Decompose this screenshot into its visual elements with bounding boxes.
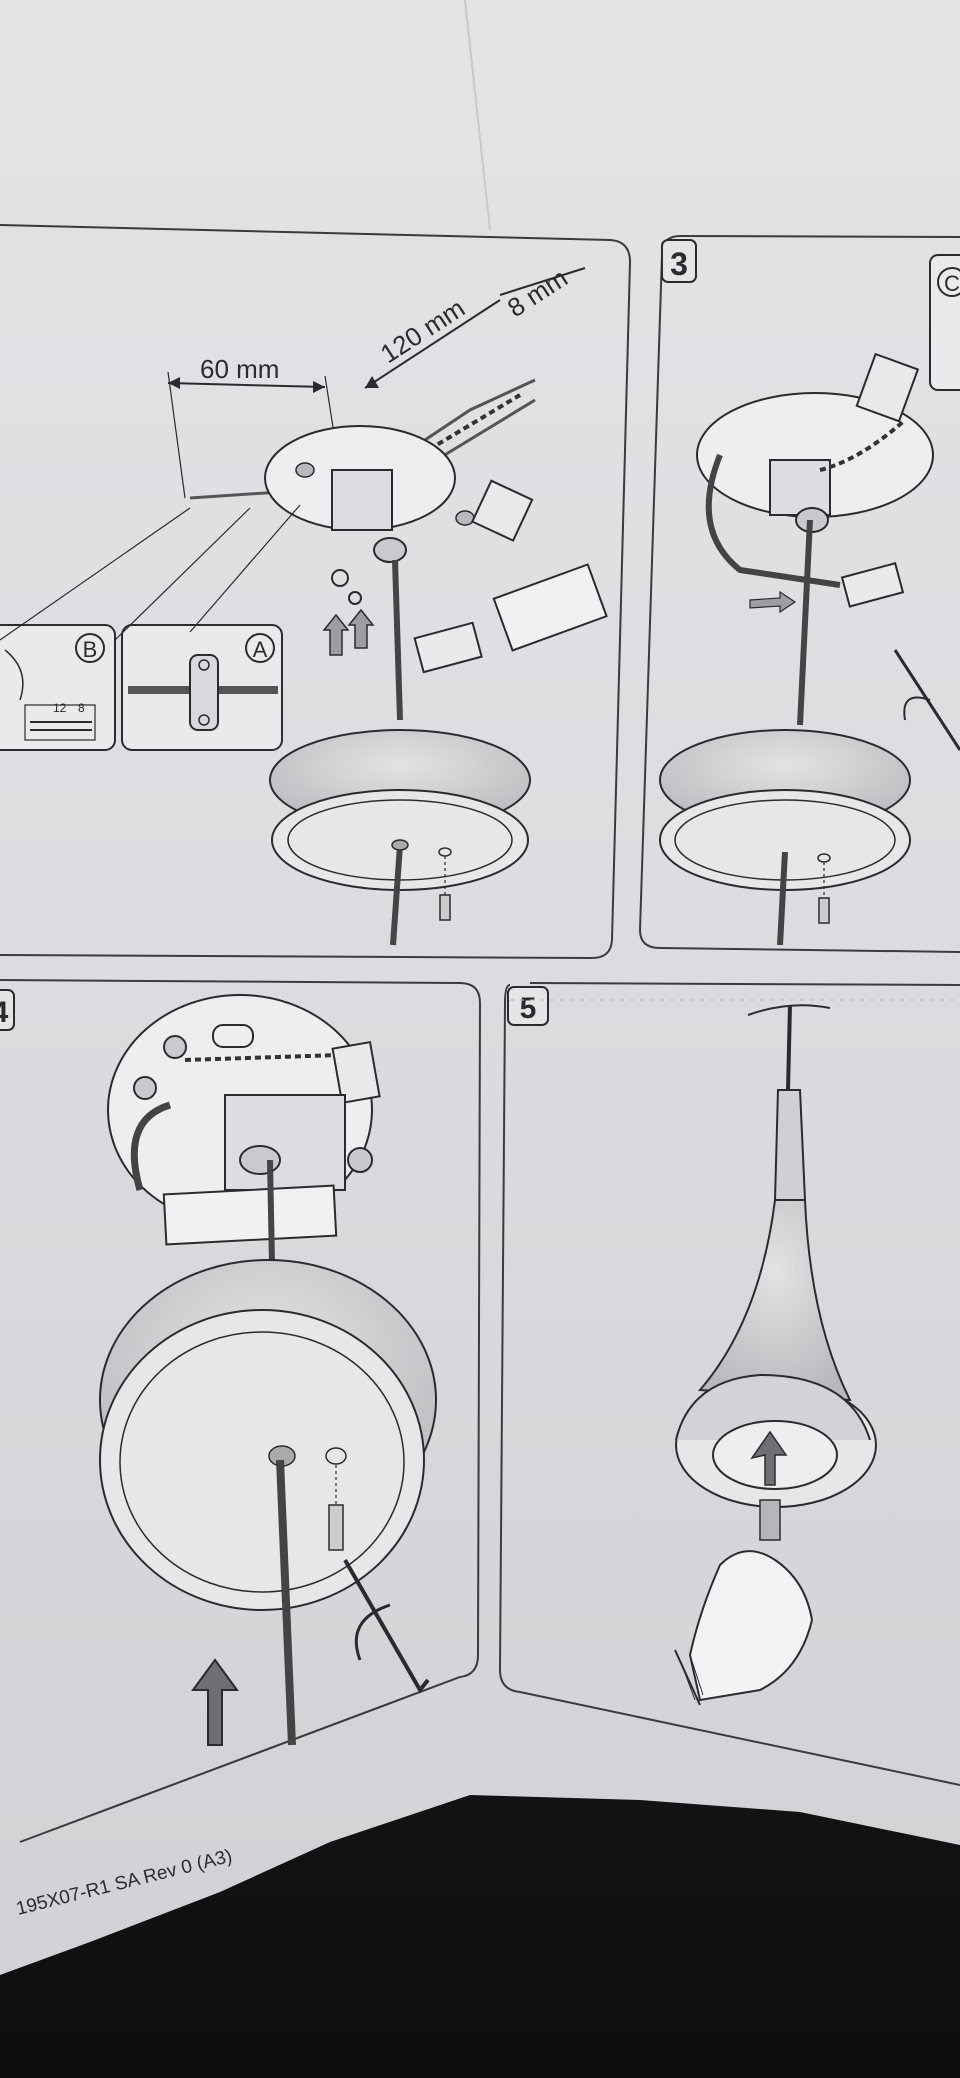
detail-b-letter: B	[83, 637, 98, 662]
paper-sheet	[0, 0, 960, 1975]
step-3-panel: 3 C	[638, 234, 960, 953]
up-arrow-icon	[347, 608, 375, 649]
step-4-panel: 4	[0, 979, 482, 1843]
detail-c-box	[929, 254, 960, 391]
detail-b-dim-12: 12	[53, 701, 67, 715]
hex-key	[343, 1559, 430, 1694]
dim-60-line	[167, 382, 326, 388]
terminal-block	[471, 479, 534, 542]
step-2-panel: 60 mm 120 mm 8 mm B 12 8	[0, 224, 632, 960]
step-4-number: 4	[0, 996, 9, 1029]
bulb	[759, 1499, 781, 1541]
terminal-bracket	[331, 469, 393, 531]
step-3-number: 3	[670, 246, 688, 282]
paper-fold	[464, 0, 491, 231]
dim-strip-label: 60 mm	[200, 354, 279, 384]
dim-8-line	[499, 267, 586, 296]
wago-connector	[413, 621, 483, 674]
step-5-panel: 5	[498, 982, 960, 1786]
hand-illustration	[688, 1550, 814, 1702]
step-3-badge	[661, 239, 697, 283]
detail-b-box	[0, 624, 116, 751]
detail-b-dim-8: 8	[78, 701, 85, 715]
driver-box-step4	[162, 1184, 338, 1246]
pendant-shade	[697, 1199, 852, 1402]
pendant-cable	[786, 1004, 792, 1091]
detail-c-letter: C	[944, 271, 960, 296]
right-arrow-icon	[749, 590, 797, 614]
insert-arrow-icon	[750, 1430, 788, 1486]
step-4-badge	[0, 989, 15, 1031]
step-5-badge	[507, 986, 549, 1026]
dim-120-line	[364, 299, 501, 389]
large-up-arrow-icon	[191, 1658, 239, 1746]
step-5-number: 5	[520, 992, 537, 1025]
driver-box	[492, 563, 608, 652]
detail-a-letter: A	[253, 637, 268, 662]
up-arrow-icon	[322, 613, 350, 656]
